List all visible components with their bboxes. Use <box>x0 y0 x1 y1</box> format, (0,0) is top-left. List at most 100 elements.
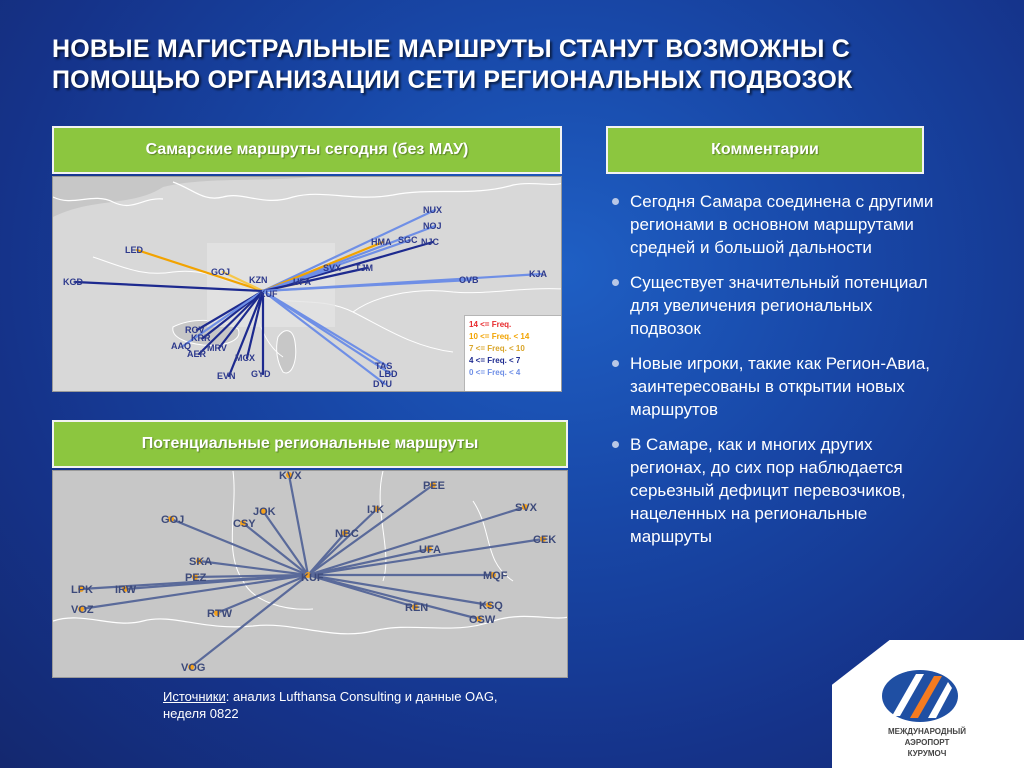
route-mcx <box>245 289 265 360</box>
airport-label-goj: GOJ <box>161 514 184 526</box>
route-lbd <box>261 289 393 376</box>
airport-dot-goj <box>168 516 174 522</box>
airport-label-voz: VOZ <box>71 604 94 616</box>
airport-dot-lpk <box>78 586 84 592</box>
airport-label-kvx: KVX <box>279 471 302 482</box>
airport-label-irw: IRW <box>115 584 137 596</box>
route-aer <box>197 289 265 356</box>
airport-label-ksq: KSQ <box>479 600 503 612</box>
legend-row: 0 <= Freq. < 4 <box>469 368 521 377</box>
airport-dot-pez <box>192 574 198 580</box>
airport-label-dyu: DYU <box>373 379 392 389</box>
airport-label-osw: OSW <box>469 614 496 626</box>
airport-dots <box>78 472 546 670</box>
potential-routes-heading: Потенциальные региональные маршруты <box>52 420 568 468</box>
logo-line-2: АЭРОПОРТ <box>904 738 950 747</box>
route-nbc <box>306 531 347 577</box>
airport-label-csy: CSY <box>233 518 256 530</box>
route-lines <box>79 473 545 669</box>
airport-label-rov: ROV <box>185 325 205 335</box>
airport-label-noj: NOJ <box>423 221 442 231</box>
airport-label-sgc: SGC <box>398 235 418 245</box>
airport-label-kja: KJA <box>529 269 548 279</box>
route-csy <box>241 521 310 577</box>
comment-item: Существует значительный потенциал для ув… <box>612 271 942 340</box>
route-pee <box>306 483 435 577</box>
airport-dot-svx <box>522 504 528 510</box>
airport-dot-irw <box>122 586 128 592</box>
legend-row: 4 <= Freq. < 7 <box>469 356 521 365</box>
airport-dot-mqf <box>490 572 496 578</box>
airport-label-pee: PEE <box>423 480 445 492</box>
airport-label-ren: REN <box>405 602 428 614</box>
airport-label-lpk: LPK <box>71 584 93 596</box>
hub-label-kuf: KUF <box>259 289 278 299</box>
logo-text: МЕЖДУНАРОДНЫЙ АЭРОПОРТ КУРУМОЧ <box>872 726 982 759</box>
route-evn <box>227 289 265 378</box>
airport-label-ovb: OVB <box>459 275 479 285</box>
route-aaq <box>181 289 265 348</box>
airport-dot-ren <box>412 604 418 610</box>
airport-label-krr: KRR <box>191 333 211 343</box>
airport-label-mcx: MCX <box>235 353 255 363</box>
airport-label-tjm: TJM <box>355 263 373 273</box>
route-svx <box>261 266 337 293</box>
route-kja <box>261 272 543 293</box>
comments-list: Сегодня Самара соединена с другими регио… <box>612 190 942 560</box>
source-note: Источники: анализ Lufthansa Consulting и… <box>163 688 523 722</box>
airport-label-aer: AER <box>187 349 207 359</box>
airport-label-hma: HMA <box>371 237 392 247</box>
comment-item: Сегодня Самара соединена с другими регио… <box>612 190 942 259</box>
airport-dot-osw <box>476 616 482 622</box>
airport-label-lbd: LBD <box>379 369 398 379</box>
airport-dot-ska <box>196 558 202 564</box>
route-irw <box>123 573 310 591</box>
route-goj <box>169 517 310 577</box>
logo-line-3: КУРУМОЧ <box>907 749 947 758</box>
airport-dot-cek <box>540 536 546 542</box>
route-voz <box>79 573 310 611</box>
airport-label-nbc: NBC <box>335 528 359 540</box>
airport-label-kgd: KGD <box>63 277 84 287</box>
route-goj <box>221 270 265 293</box>
logo-line-1: МЕЖДУНАРОДНЫЙ <box>888 727 966 736</box>
route-ksq <box>306 573 491 607</box>
hub-label-kzn: KZN <box>249 275 268 285</box>
route-ijk <box>306 507 379 577</box>
airport-label-tas: TAS <box>375 361 392 371</box>
airport-label-goj: GOJ <box>211 267 230 277</box>
coastline <box>53 615 567 635</box>
highlight-region <box>207 243 335 327</box>
airport-label-ijk: IJK <box>367 504 384 516</box>
route-ska <box>197 559 310 577</box>
route-dyu <box>261 289 387 386</box>
route-vog <box>189 573 310 669</box>
airport-label-mqf: MQF <box>483 570 508 582</box>
today-routes-heading: Самарские маршруты сегодня (без МАУ) <box>52 126 562 174</box>
frequency-legend: 14 <= Freq. 10 <= Freq. < 14 7 <= Freq. … <box>464 315 561 391</box>
airport-label-mrv: MRV <box>207 343 227 353</box>
airport-label-ufa: UFA <box>419 544 441 556</box>
airport-label-rtw: RTW <box>207 608 233 620</box>
coastline <box>53 181 561 207</box>
airport-label-evn: EVN <box>217 371 236 381</box>
comment-item: Новые игроки, такие как Регион-Авиа, заи… <box>612 352 942 421</box>
airport-dot-jok <box>260 508 266 514</box>
airport-dot-ufa <box>426 546 432 552</box>
route-hma <box>261 240 385 293</box>
route-cek <box>306 537 545 577</box>
route-rtw <box>215 573 310 615</box>
comment-item: В Самаре, как и многих других регионах, … <box>612 433 942 548</box>
route-osw <box>306 573 481 621</box>
route-lines <box>73 208 543 386</box>
title-line-2: ПОМОЩЬЮ ОРГАНИЗАЦИИ СЕТИ РЕГИОНАЛЬНЫХ ПО… <box>52 66 853 94</box>
route-kvx <box>287 473 310 577</box>
airport-dot-nbc <box>342 530 348 536</box>
airport-dot-rtw <box>214 610 220 616</box>
source-label: Источники <box>163 689 226 704</box>
